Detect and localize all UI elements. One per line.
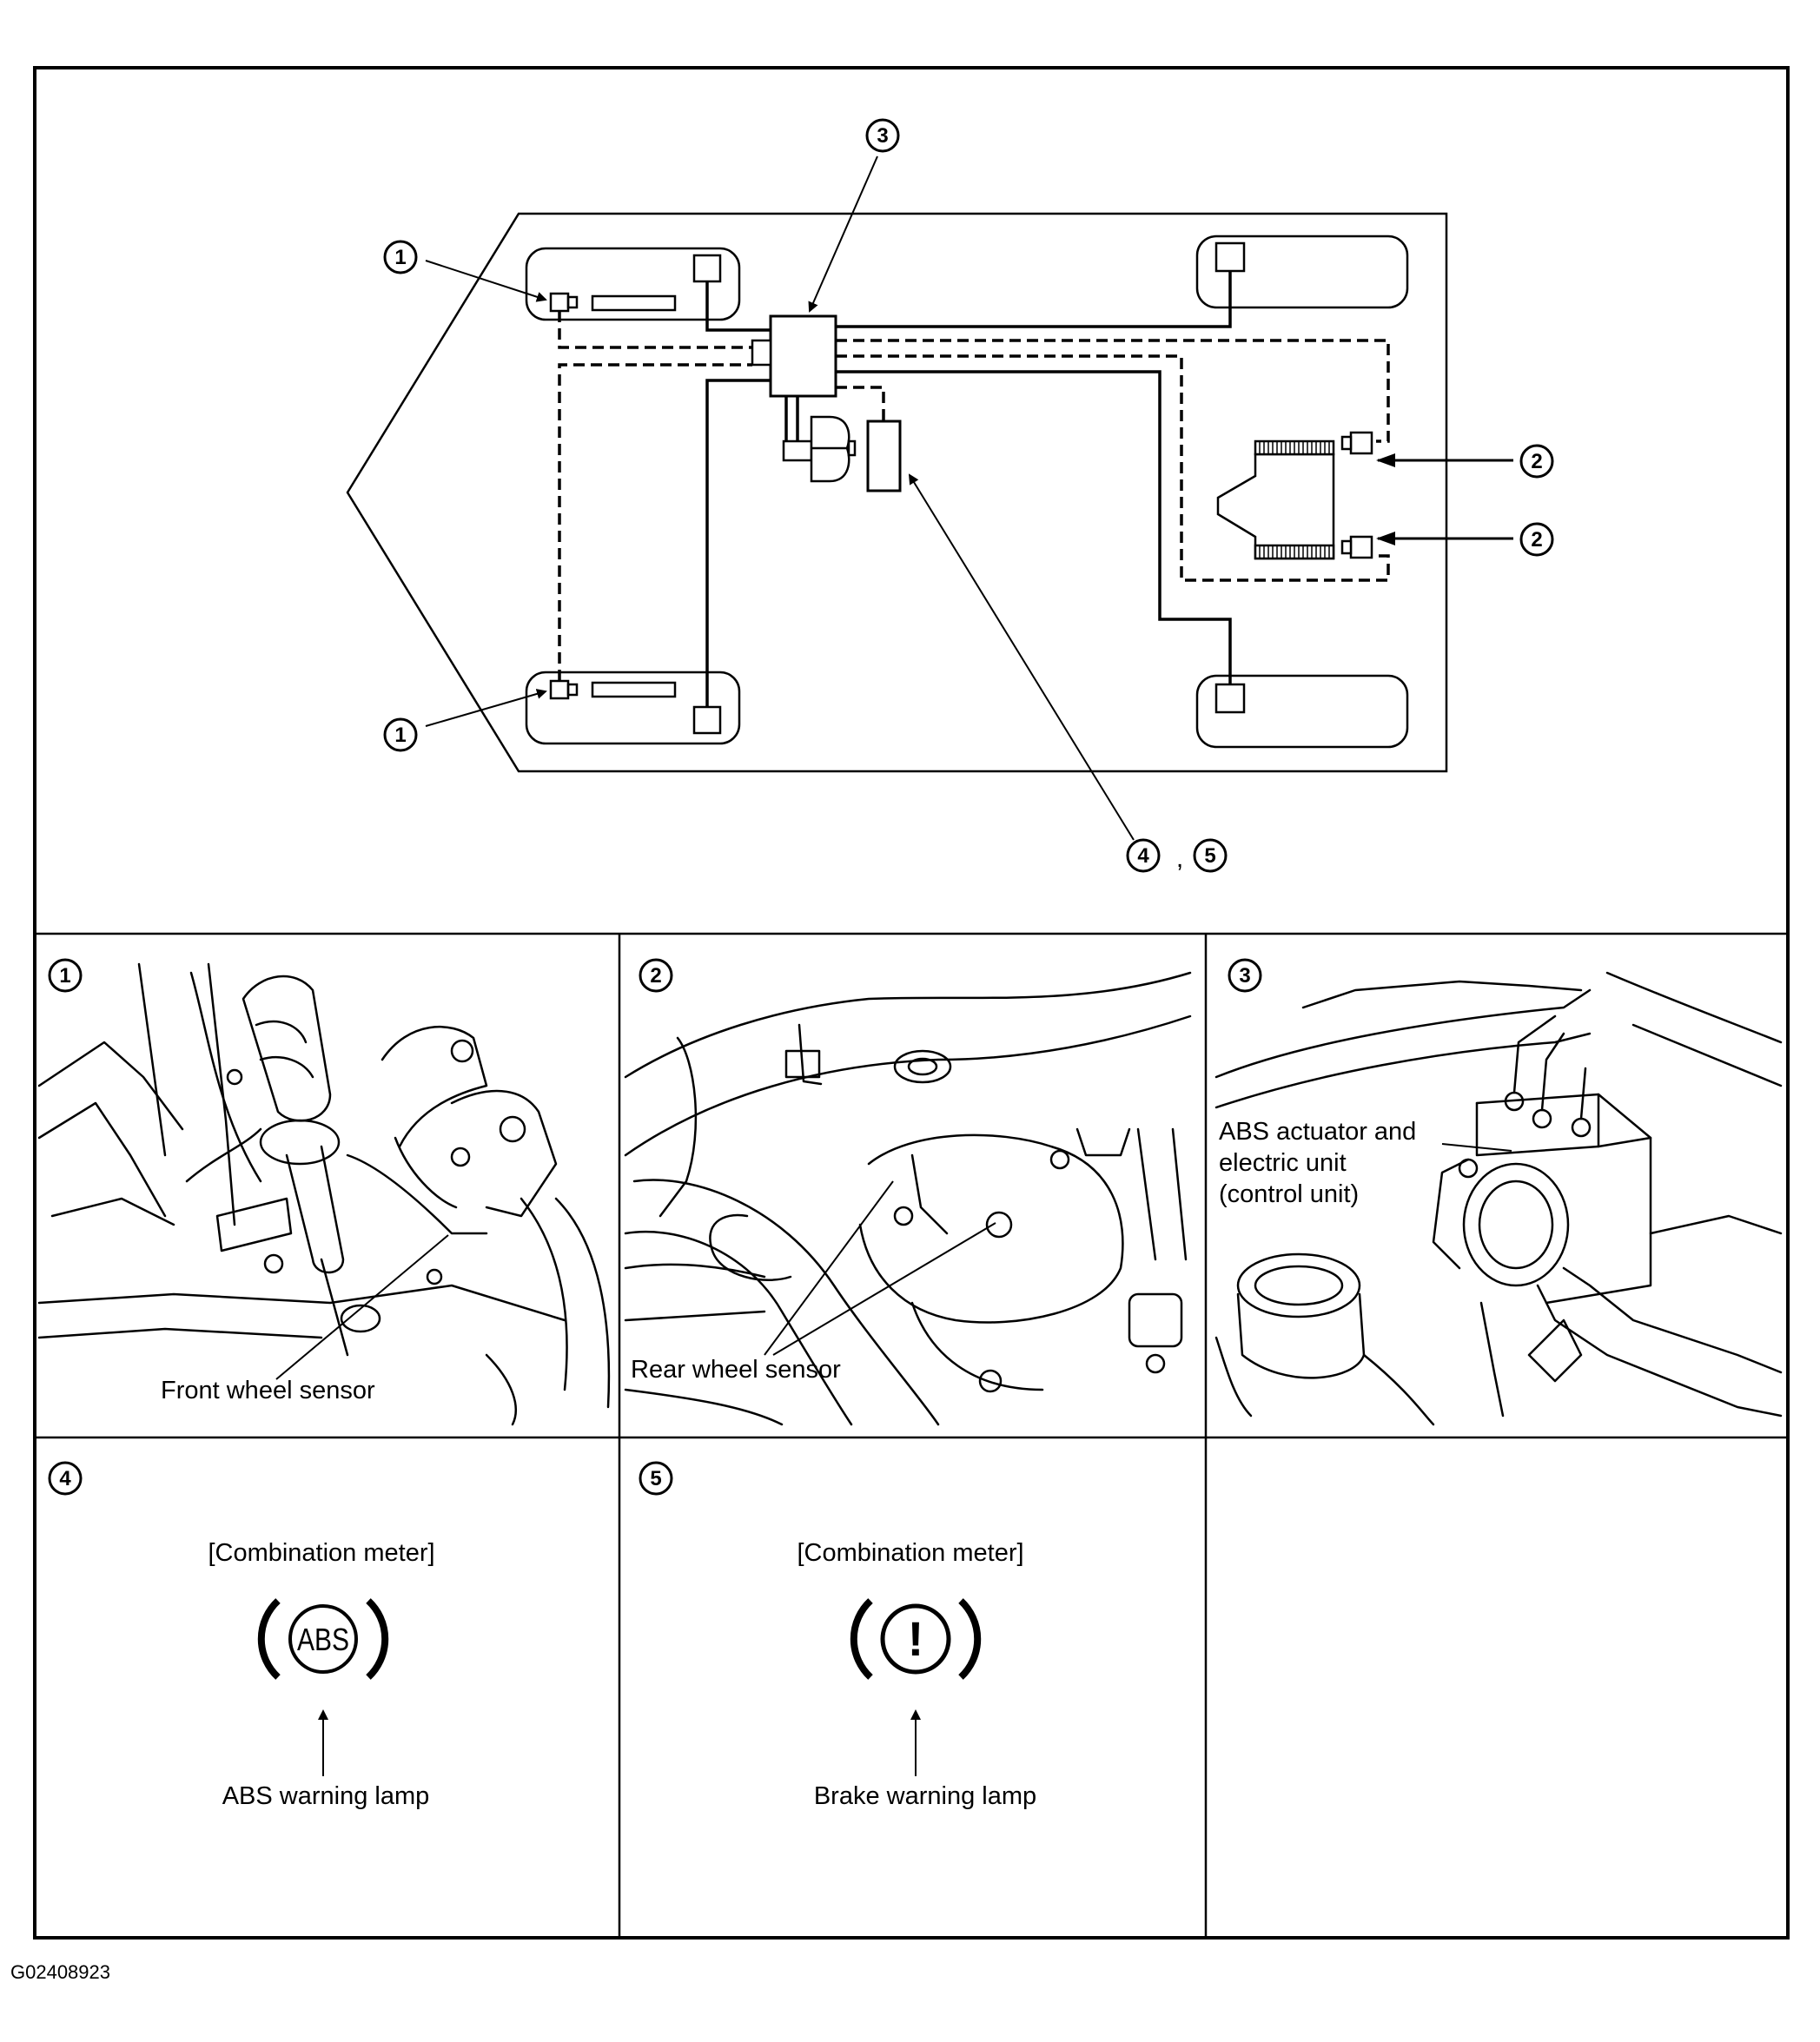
brake-warning-lamp-icon: ! xyxy=(850,1598,982,1680)
svg-text:4: 4 xyxy=(59,1467,71,1490)
svg-text:3: 3 xyxy=(1239,964,1250,988)
callout-leader-lines xyxy=(425,155,1513,841)
brake-warning-lamp-label: Brake warning lamp xyxy=(814,1782,1036,1810)
abs-warning-lamp-icon: ABS xyxy=(257,1598,389,1680)
sensor-harness-lines xyxy=(558,311,1390,681)
rear-differential-symbol xyxy=(1216,439,1335,560)
panel-abs-actuator: 3 xyxy=(1214,958,1783,1426)
figure-id: G02408923 xyxy=(10,1961,110,1983)
wheel-rear-right xyxy=(1195,674,1409,749)
svg-text:3: 3 xyxy=(877,124,888,148)
panel-grid-lines xyxy=(35,932,1788,1938)
wheel-rear-left xyxy=(1195,235,1409,309)
actuator-leader-line xyxy=(1441,1143,1512,1152)
vehicle-layout-diagram: 1 1 3 2 2 4 , 5 xyxy=(346,118,1554,873)
callout-rear-sensor-upper: 2 xyxy=(1519,444,1554,479)
panel-abs-warning-lamp: 4 [Combination meter] ABS ABS warning la… xyxy=(48,1461,435,1810)
svg-text:4: 4 xyxy=(1137,844,1149,868)
abs-actuator-label: ABS actuator and electric unit (control … xyxy=(1219,1118,1423,1208)
front-wheel-sensor-illustration xyxy=(37,962,611,1426)
panel-3-number: 3 xyxy=(1228,958,1262,993)
abs-warning-lamp-label: ABS warning lamp xyxy=(222,1782,430,1810)
rear-wheel-sensor-symbols xyxy=(1340,431,1373,559)
empty-panel xyxy=(1208,1439,1786,1936)
rear-wheel-sensor-label: Rear wheel sensor xyxy=(631,1356,841,1384)
brake-booster-symbol xyxy=(782,415,857,483)
figure-frame xyxy=(33,66,1790,1940)
wheel-front-right xyxy=(525,671,741,745)
front-wheel-sensor-right-symbol xyxy=(549,679,677,700)
panel-4-number: 4 xyxy=(48,1461,83,1496)
callout-actuator: 3 xyxy=(865,118,900,153)
callout-rear-sensor-lower: 2 xyxy=(1519,522,1554,557)
svg-text:5: 5 xyxy=(1204,844,1215,868)
svg-text:1: 1 xyxy=(59,964,70,988)
vehicle-outline xyxy=(346,212,1448,773)
combination-meter-heading-4: [Combination meter] xyxy=(208,1539,434,1567)
panel-rear-wheel-sensor: 2 xyxy=(624,958,1192,1426)
svg-text:2: 2 xyxy=(650,964,661,988)
callout-front-sensor-lower: 1 xyxy=(383,717,418,752)
panel-brake-warning-lamp: 5 [Combination meter] ! Brake warning la… xyxy=(639,1461,1036,1810)
actuator-connector-symbol xyxy=(751,339,772,367)
svg-text:1: 1 xyxy=(394,724,406,747)
panel-5-number: 5 xyxy=(639,1461,673,1496)
front-wheel-sensor-label: Front wheel sensor xyxy=(161,1377,375,1404)
svg-text:!: ! xyxy=(908,1611,924,1666)
panel-2-number: 2 xyxy=(639,958,673,993)
callout-front-sensor-upper: 1 xyxy=(383,240,418,274)
svg-text:1: 1 xyxy=(394,246,406,269)
combination-meter-heading-5: [Combination meter] xyxy=(797,1539,1023,1567)
callout-warning-lamps: 4 , 5 xyxy=(1126,838,1228,873)
svg-text:2: 2 xyxy=(1531,528,1542,552)
front-sensor-leader-line xyxy=(275,1234,449,1380)
rear-sensor-leader-lines xyxy=(764,1180,996,1356)
wheel-front-left xyxy=(525,247,741,321)
rear-wheel-sensor-illustration xyxy=(624,971,1192,1426)
svg-text:ABS: ABS xyxy=(297,1622,349,1657)
panel-1-number: 1 xyxy=(48,958,83,993)
brake-hydraulic-lines xyxy=(705,271,1232,707)
combination-meter-symbol xyxy=(866,420,902,492)
abs-actuator-symbol xyxy=(769,314,837,398)
svg-text:,: , xyxy=(1176,844,1183,873)
svg-text:5: 5 xyxy=(650,1467,661,1490)
abs-actuator-illustration xyxy=(1214,971,1783,1426)
front-wheel-sensor-left-symbol xyxy=(549,292,677,313)
panel-front-wheel-sensor: 1 xyxy=(37,958,611,1426)
svg-text:2: 2 xyxy=(1531,450,1542,473)
